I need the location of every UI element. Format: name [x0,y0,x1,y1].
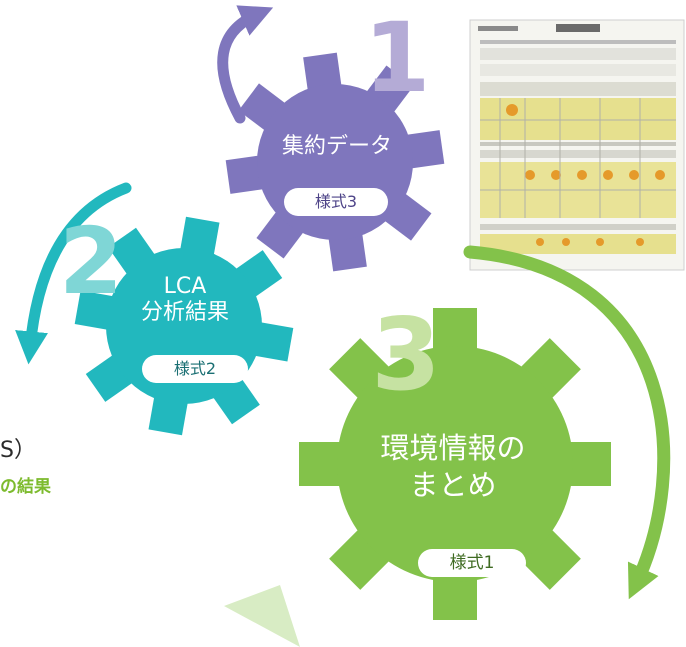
purple-cycle-arrow [217,5,274,124]
gear-1-title: 集約データ [281,134,392,159]
form-badge-3: 様式3 [284,188,388,216]
green-pointer-wedge [224,585,300,647]
green-cycle-arrow [463,245,671,600]
step-number-2: 2 [58,208,123,315]
gear-3-tooth [299,442,349,486]
gear-3-tooth [561,442,611,486]
form-badge-2: 様式2 [142,355,248,383]
form-badge-1: 様式1 [418,549,526,577]
step-number-3: 3 [371,296,441,413]
gear-3-body [337,346,573,582]
teal-cycle-arrow [15,182,132,365]
gear-2-title: LCA 分析結果 [140,274,229,326]
left-clipped-text-2: の結果 [0,477,51,497]
gear-3 [299,308,611,620]
left-clipped-text-1: S） [0,438,36,463]
form-document-thumbnail [469,19,685,271]
step-number-1: 1 [363,2,431,114]
gear-3-title: 環境情報の まとめ [380,431,526,503]
